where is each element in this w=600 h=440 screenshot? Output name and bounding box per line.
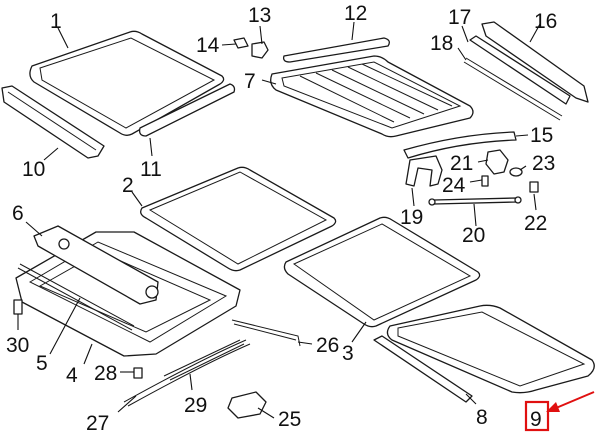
callout-19[interactable]: 19 — [400, 206, 423, 229]
callout-18[interactable]: 18 — [430, 32, 453, 55]
part-23-cap[interactable] — [509, 167, 523, 177]
callout-14[interactable]: 14 — [196, 34, 220, 57]
part-6-wind-deflector[interactable] — [33, 225, 159, 305]
callout-26[interactable]: 26 — [316, 334, 339, 357]
callout-11[interactable]: 11 — [140, 158, 162, 181]
callout-20[interactable]: 20 — [462, 224, 485, 247]
part-10-deflector-strip[interactable] — [1, 85, 105, 159]
part-8-rail[interactable] — [373, 335, 473, 403]
part-11-seal-strip[interactable] — [138, 83, 236, 137]
callout-13[interactable]: 13 — [248, 4, 271, 27]
callout-23[interactable]: 23 — [532, 152, 555, 175]
callout-30[interactable]: 30 — [6, 334, 29, 357]
part-30-bolt[interactable] — [13, 299, 23, 315]
callout-5[interactable]: 5 — [36, 352, 48, 375]
part-16-side-rail[interactable] — [481, 21, 589, 103]
callout-29[interactable]: 29 — [184, 394, 207, 417]
part-15-guide[interactable] — [403, 131, 517, 159]
part-1-glass-panel[interactable] — [29, 30, 225, 136]
part-29-cable-guide[interactable] — [163, 339, 245, 381]
part-28-clip[interactable] — [133, 367, 143, 379]
callout-22[interactable]: 22 — [524, 212, 547, 235]
part-25-motor[interactable] — [227, 391, 267, 419]
callout-4[interactable]: 4 — [66, 364, 78, 387]
callout-9[interactable]: 9 — [530, 408, 542, 431]
highlight-box-part-9 — [524, 400, 550, 432]
callout-6[interactable]: 6 — [12, 202, 24, 225]
callout-16[interactable]: 16 — [534, 10, 557, 33]
callout-28[interactable]: 28 — [94, 362, 117, 385]
part-13-clip[interactable] — [251, 41, 269, 59]
part-18-seal[interactable] — [463, 57, 563, 121]
part-24-bolt[interactable] — [481, 175, 489, 187]
callout-25[interactable]: 25 — [278, 408, 301, 431]
callout-17[interactable]: 17 — [448, 6, 471, 29]
part-2-seal-frame[interactable] — [140, 166, 337, 272]
part-3-frame[interactable] — [283, 216, 481, 328]
part-19-bracket[interactable] — [405, 155, 443, 187]
callouts: 1 2 3 4 5 6 7 8 9 10 11 12 13 14 15 16 1… — [6, 2, 557, 435]
part-9-frame-panel[interactable] — [386, 304, 595, 394]
part-20-strut[interactable] — [428, 196, 522, 206]
callout-2[interactable]: 2 — [122, 174, 134, 197]
part-22-bolt[interactable] — [529, 181, 539, 193]
part-14-small-clip[interactable] — [233, 37, 249, 49]
callout-12[interactable]: 12 — [344, 2, 367, 25]
callout-24[interactable]: 24 — [442, 174, 466, 197]
part-27-cable[interactable] — [123, 339, 251, 407]
part-5-seal[interactable] — [17, 263, 135, 331]
part-7-rear-glass[interactable] — [270, 55, 474, 138]
callout-21[interactable]: 21 — [450, 152, 473, 175]
part-12-trim-strip[interactable] — [282, 37, 390, 63]
highlight-arrow — [546, 391, 595, 412]
leader-lines — [17, 21, 541, 419]
callout-1[interactable]: 1 — [50, 10, 62, 33]
callout-7[interactable]: 7 — [244, 70, 256, 93]
callout-3[interactable]: 3 — [342, 342, 354, 365]
callout-15[interactable]: 15 — [530, 124, 553, 147]
part-17-seal[interactable] — [469, 35, 571, 105]
callout-8[interactable]: 8 — [476, 406, 488, 429]
part-21-motor[interactable] — [485, 149, 509, 175]
callout-10[interactable]: 10 — [22, 158, 45, 181]
callout-27[interactable]: 27 — [86, 412, 109, 435]
